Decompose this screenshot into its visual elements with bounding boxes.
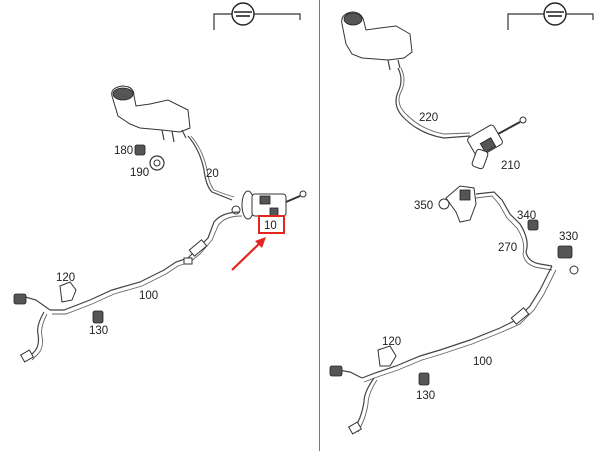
- label-130: 130: [416, 390, 435, 402]
- label-130: 130: [89, 325, 108, 337]
- reservoir-part: [111, 85, 191, 143]
- clip-330: [557, 245, 579, 275]
- hose-220: [395, 67, 471, 139]
- seal-190: [149, 155, 165, 171]
- left-panel: 10 20 100 120 130 180 190: [13, 2, 307, 363]
- label-100: 100: [473, 356, 492, 368]
- clip-340: [527, 219, 539, 231]
- slave-fitting-part: [329, 365, 378, 435]
- label-350: 350: [414, 200, 433, 212]
- pipe-100: [361, 265, 553, 379]
- car-orientation-icon: [213, 2, 301, 30]
- clip-120: [377, 345, 397, 367]
- label-190: 190: [130, 167, 149, 179]
- label-120: 120: [382, 336, 401, 348]
- label-100: 100: [139, 290, 158, 302]
- label-220: 220: [419, 112, 438, 124]
- panel-divider: [319, 0, 320, 451]
- master-cylinder-part: [231, 190, 307, 220]
- clamp-180: [134, 144, 146, 156]
- highlight-arrow: [231, 237, 266, 271]
- clip-130: [418, 372, 430, 386]
- highlight-box: [258, 215, 285, 234]
- clip-130: [92, 310, 104, 324]
- car-orientation-icon: [507, 2, 594, 30]
- actuator-350: [438, 185, 477, 223]
- pipe-270: [475, 191, 553, 267]
- master-cylinder-part: [467, 116, 527, 170]
- label-20: 20: [206, 168, 219, 180]
- clip-120: [59, 281, 77, 303]
- label-340: 340: [517, 210, 536, 222]
- label-210: 210: [501, 160, 520, 172]
- right-panel: 100 120 130 210 220 270 330 340 350: [329, 2, 594, 435]
- label-270: 270: [498, 242, 517, 254]
- label-10: 10: [264, 220, 277, 232]
- pipe-100: [50, 211, 241, 311]
- label-120: 120: [56, 272, 75, 284]
- label-180: 180: [114, 145, 133, 157]
- label-330: 330: [559, 231, 578, 243]
- slave-fitting-part: [13, 293, 51, 363]
- hose-20: [187, 135, 233, 201]
- reservoir-part: [341, 11, 413, 71]
